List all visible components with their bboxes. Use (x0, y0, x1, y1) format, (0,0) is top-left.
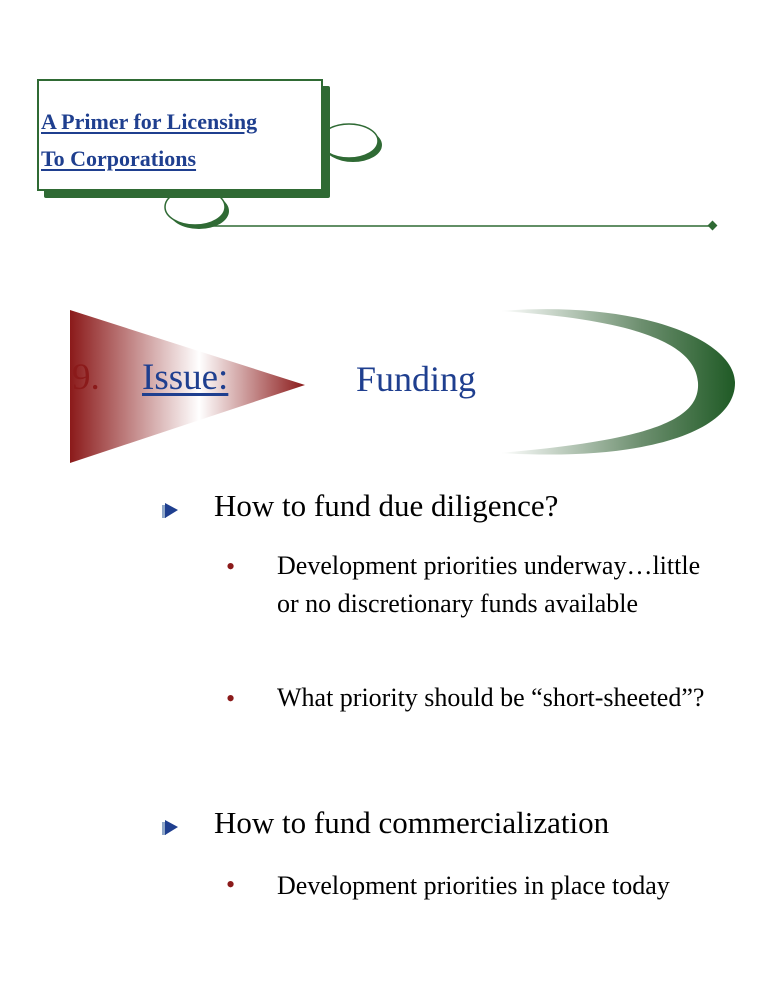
header-divider-end-diamond (707, 220, 718, 231)
header-link-line2[interactable]: To Corporations (41, 146, 197, 171)
bullet-arrow-icon-1 (162, 503, 178, 518)
section-heading-commercialization: How to fund commercialization (214, 805, 610, 840)
issue-number: 9. (72, 357, 100, 398)
list-item-1: Development priorities underway…little o… (277, 551, 701, 618)
title-triangle-shape (70, 310, 305, 463)
issue-label: Issue: (142, 357, 229, 398)
issue-topic: Funding (356, 359, 477, 399)
bullet-dot-3: • (226, 870, 236, 899)
title-crescent-shape (500, 309, 735, 455)
bullet-arrow-icon-2 (162, 820, 178, 835)
bullet-dot-2: • (226, 684, 236, 713)
header-box (37, 79, 323, 191)
header-link-line1[interactable]: A Primer for Licensing (41, 109, 258, 134)
list-item-2: What priority should be “short-sheeted”? (277, 683, 705, 712)
list-item-3: Development priorities in place today (277, 871, 670, 900)
bullet-dot-1: • (226, 552, 236, 581)
section-heading-due-diligence: How to fund due diligence? (214, 488, 559, 523)
